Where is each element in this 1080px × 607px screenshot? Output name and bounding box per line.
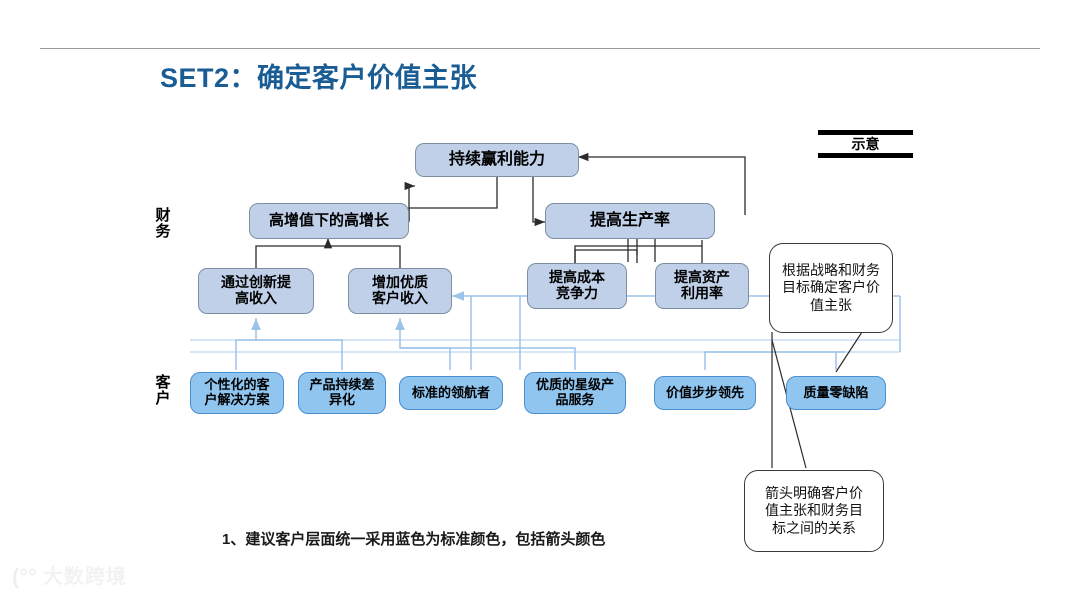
node-star-product-service[interactable]: 优质的星级产 品服务 [524, 372, 626, 414]
node-cost-competitiveness[interactable]: 提高成本 竞争力 [527, 263, 627, 309]
callout-label: 箭头明确客户价 值主张和财务目 标之间的关系 [765, 484, 863, 536]
node-product-differentiation[interactable]: 产品持续差 异化 [298, 372, 386, 414]
node-zero-defect-quality[interactable]: 质量零缺陷 [786, 376, 886, 410]
watermark: (°° 大数跨境 [12, 566, 127, 588]
node-improve-productivity[interactable]: 提高生产率 [545, 203, 715, 239]
row-label-finance: 财 务 [152, 207, 174, 241]
node-label: 高增值下的高增长 [268, 211, 389, 229]
callout-label: 根据战略和财务 目标确定客户价 值主张 [782, 261, 880, 313]
header-divider [40, 48, 1040, 49]
node-label: 提高生产率 [589, 212, 670, 230]
node-label: 提高资产 利用率 [674, 269, 730, 301]
stamp-illustrative: 示意 [818, 130, 913, 159]
watermark-label: 大数跨境 [42, 566, 127, 588]
watermark-logo-icon: (°° [12, 564, 37, 589]
node-quality-customer-revenue[interactable]: 增加优质 客户收入 [348, 268, 452, 314]
page-title: SET2：确定客户价值主张 [160, 63, 478, 93]
node-standard-navigator[interactable]: 标准的领航者 [399, 376, 503, 410]
node-value-leadership[interactable]: 价值步步领先 [654, 376, 756, 410]
node-label: 标准的领航者 [411, 384, 490, 400]
callout-strategy-financial-goals[interactable]: 根据战略和财务 目标确定客户价 值主张 [769, 243, 893, 333]
stamp-bar-top [818, 130, 913, 135]
node-label: 提高成本 竞争力 [549, 269, 605, 301]
callout-arrow-relationship[interactable]: 箭头明确客户价 值主张和财务目 标之间的关系 [744, 470, 884, 552]
node-label: 优质的星级产 品服务 [535, 377, 614, 407]
row-label-customer-char: 户 [155, 390, 171, 408]
node-high-value-growth[interactable]: 高增值下的高增长 [249, 203, 409, 239]
node-asset-utilization[interactable]: 提高资产 利用率 [655, 263, 749, 309]
node-label: 增加优质 客户收入 [372, 274, 428, 306]
row-label-customer-char: 客 [155, 374, 171, 391]
node-personalized-solution[interactable]: 个性化的客 户解决方案 [190, 372, 284, 414]
stamp-bar-bottom [818, 153, 913, 159]
node-label: 价值步步领先 [665, 384, 744, 400]
node-label: 持续赢利能力 [448, 151, 545, 169]
node-label: 通过创新提 高收入 [221, 274, 291, 306]
row-label-customer: 客 户 [152, 374, 174, 408]
node-sustained-profitability[interactable]: 持续赢利能力 [415, 143, 579, 177]
footnote-text: 1、建议客户层面统一采用蓝色为标准颜色，包括箭头颜色 [222, 531, 606, 548]
node-label: 个性化的客 户解决方案 [204, 377, 270, 407]
row-label-finance-char: 务 [155, 223, 171, 241]
node-label: 产品持续差 异化 [309, 377, 375, 407]
stamp-label: 示意 [851, 136, 880, 152]
node-label: 质量零缺陷 [803, 384, 869, 400]
row-label-finance-char: 财 [155, 207, 171, 224]
node-innovation-revenue[interactable]: 通过创新提 高收入 [198, 268, 314, 314]
